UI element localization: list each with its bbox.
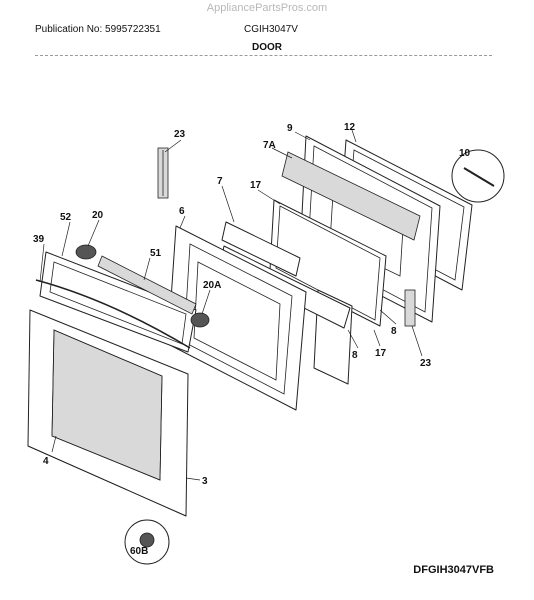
part-3-outer-panel xyxy=(27,309,189,517)
callout-8-right: 8 xyxy=(391,326,397,337)
part-60b-screw xyxy=(124,519,170,565)
callout-9: 9 xyxy=(287,123,293,134)
callout-52: 52 xyxy=(60,212,72,223)
callout-4: 4 xyxy=(43,456,49,467)
part-7a-insulation xyxy=(281,151,421,241)
part-39-handle xyxy=(35,279,191,349)
part-23-upper-hinge xyxy=(157,147,169,199)
publication-number: Publication No: 5995722351 xyxy=(35,24,161,35)
part-20a-bracket xyxy=(190,312,210,328)
watermark: AppliancePartsPros.com xyxy=(206,2,328,14)
callout-6: 6 xyxy=(179,206,185,217)
part-23-lower-hinge xyxy=(404,289,416,327)
callouts: 23 9 12 7A 10 7 17 6 20 52 39 51 20A 8 8… xyxy=(33,122,471,557)
callout-23-lower: 23 xyxy=(420,358,432,369)
callout-60b: 60B xyxy=(130,546,148,557)
diagram-reference-code: DFGIH3047VFB xyxy=(413,564,494,576)
header-divider xyxy=(35,55,492,56)
callout-51: 51 xyxy=(150,248,162,259)
callout-39: 39 xyxy=(33,234,45,245)
callout-23-upper: 23 xyxy=(174,129,186,140)
section-title: DOOR xyxy=(252,42,282,53)
callout-17-lower: 17 xyxy=(375,348,387,359)
part-10-screw xyxy=(451,149,505,203)
callout-20a: 20A xyxy=(203,280,221,291)
callout-8-middle: 8 xyxy=(352,350,358,361)
part-51-trim xyxy=(97,255,197,315)
callout-10: 10 xyxy=(459,148,471,159)
leader-lines xyxy=(39,129,423,481)
callout-7a: 7A xyxy=(263,140,276,151)
model-number: CGIH3047V xyxy=(244,24,298,35)
callout-20: 20 xyxy=(92,210,104,221)
part-20-bracket xyxy=(75,244,97,260)
callout-7: 7 xyxy=(217,176,223,187)
callout-17-upper: 17 xyxy=(250,180,262,191)
callout-12: 12 xyxy=(344,122,356,133)
callout-3: 3 xyxy=(202,476,208,487)
